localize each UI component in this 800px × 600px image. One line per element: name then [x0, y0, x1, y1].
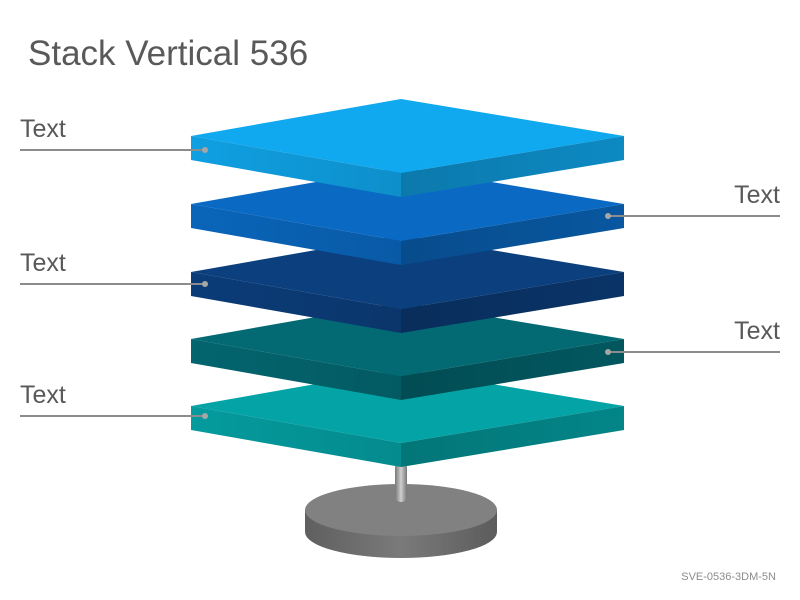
layer-stack — [191, 99, 624, 502]
plate-layer-2 — [191, 167, 624, 265]
plate-right-shade — [401, 204, 624, 265]
leader-dot-1 — [202, 147, 208, 153]
plate-left-shade — [191, 204, 401, 265]
stem-segment-5 — [395, 462, 407, 502]
plate-top-face — [191, 369, 624, 443]
plate-layer-5 — [191, 369, 624, 467]
plate-left-shade — [191, 136, 401, 197]
plate-right-shade — [401, 339, 624, 400]
label-layer-3: Text — [20, 249, 66, 277]
footer-code: SVE-0536-3DM-5N — [681, 571, 776, 583]
page-title: Stack Vertical 536 — [28, 34, 309, 73]
base-top — [305, 484, 497, 536]
plate-right-shade — [401, 136, 624, 197]
plate-right-shade — [401, 272, 624, 333]
plate-right-shade — [401, 406, 624, 467]
leader-dot-4 — [605, 349, 611, 355]
leader-dot-5 — [202, 413, 208, 419]
leader-dot-3 — [202, 281, 208, 287]
plate-top-face — [191, 235, 624, 309]
leader-lines — [20, 147, 780, 419]
plate-top-face — [191, 302, 624, 376]
label-layer-2: Text — [734, 181, 780, 209]
label-layer-4: Text — [734, 317, 780, 345]
leader-dot-2 — [605, 213, 611, 219]
plate-left-shade — [191, 272, 401, 333]
plate-left-shade — [191, 406, 401, 467]
plate-layer-4 — [191, 302, 624, 400]
plate-layer-1 — [191, 99, 624, 197]
plate-top-face — [191, 167, 624, 241]
plate-left-shade — [191, 339, 401, 400]
plate-top-face — [191, 99, 624, 173]
label-layer-1: Text — [20, 115, 66, 143]
label-layer-5: Text — [20, 381, 66, 409]
base-pedestal — [305, 484, 497, 558]
plate-layer-3 — [191, 235, 624, 333]
